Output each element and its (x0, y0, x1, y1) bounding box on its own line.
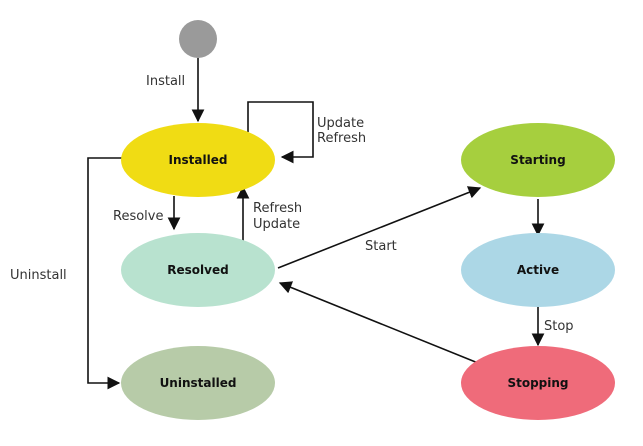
label-update-2: Update (253, 217, 300, 232)
state-uninstalled (121, 346, 275, 420)
label-stop: Stop (544, 319, 574, 334)
edge-stopping-resolved (278, 281, 479, 364)
edge-uninstall (87, 157, 123, 390)
nodes: Installed Resolved Uninstalled Starting … (121, 20, 615, 420)
state-stopping-label: Stopping (507, 376, 568, 390)
initial-state-circle (179, 20, 217, 58)
label-resolve: Resolve (113, 209, 163, 224)
state-installed-label: Installed (169, 153, 228, 167)
state-active (461, 233, 615, 307)
state-active-label: Active (517, 263, 559, 277)
label-install: Install (146, 74, 185, 89)
edges (87, 58, 545, 390)
state-resolved (121, 233, 275, 307)
state-starting-label: Starting (510, 153, 565, 167)
label-refresh: Refresh (317, 131, 366, 146)
label-refresh-2: Refresh (253, 201, 302, 216)
state-installed (121, 123, 275, 197)
label-update: Update (317, 116, 364, 131)
label-uninstall: Uninstall (10, 268, 67, 283)
edge-start (277, 186, 482, 269)
state-stopping (461, 346, 615, 420)
state-resolved-label: Resolved (167, 263, 228, 277)
edge-labels: Install Update Refresh Resolve Refresh U… (10, 74, 574, 334)
edge-update-refresh-loop (247, 101, 314, 164)
label-start: Start (365, 239, 397, 254)
state-uninstalled-label: Uninstalled (160, 376, 237, 390)
state-starting (461, 123, 615, 197)
